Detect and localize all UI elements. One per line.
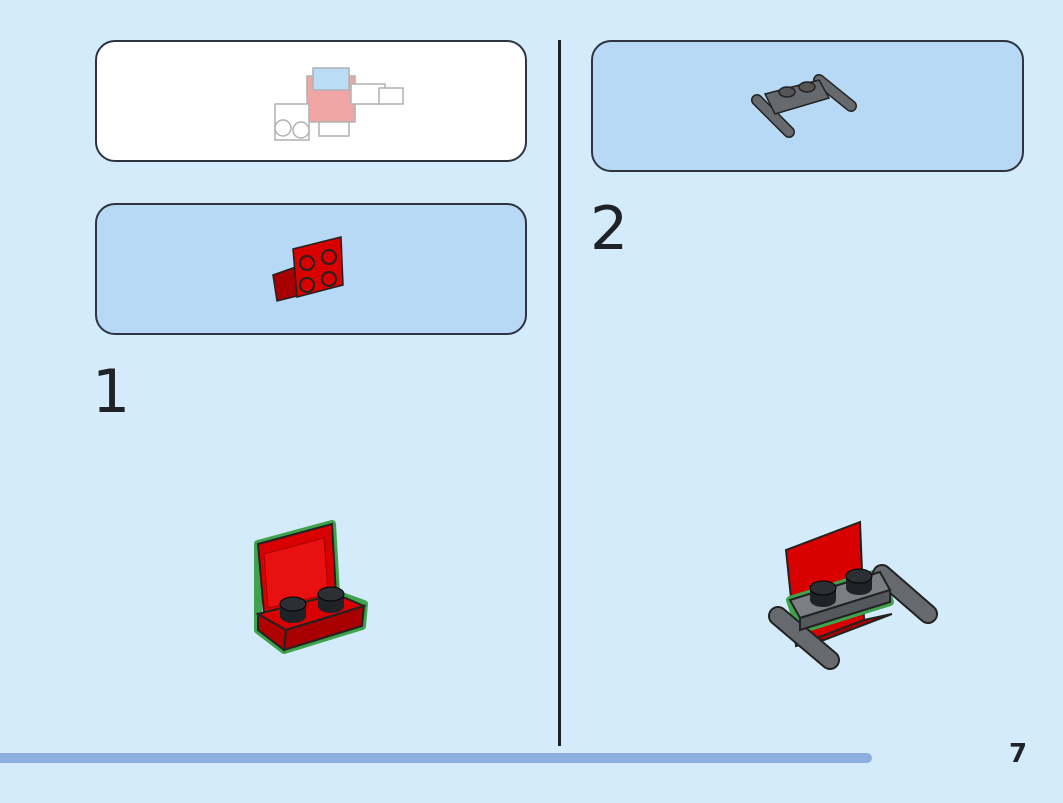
step2-parts-panel xyxy=(591,40,1024,172)
page-number: 7 xyxy=(1008,739,1028,769)
progress-bar xyxy=(0,753,963,763)
step2-assembly-illustration xyxy=(768,520,938,670)
step-divider xyxy=(558,40,561,746)
step-1-number: 1 xyxy=(92,357,130,427)
grey-plate-with-bars-icon xyxy=(751,74,857,138)
red-bracket-brick-icon xyxy=(272,236,344,302)
step1-parts-panel xyxy=(95,203,527,335)
fire-truck-model-icon xyxy=(274,67,404,141)
step1-red-bracket-illustration xyxy=(254,520,368,654)
model-preview-panel xyxy=(95,40,527,162)
progress-bar-fill xyxy=(0,753,873,763)
step-2-number: 2 xyxy=(590,194,628,264)
